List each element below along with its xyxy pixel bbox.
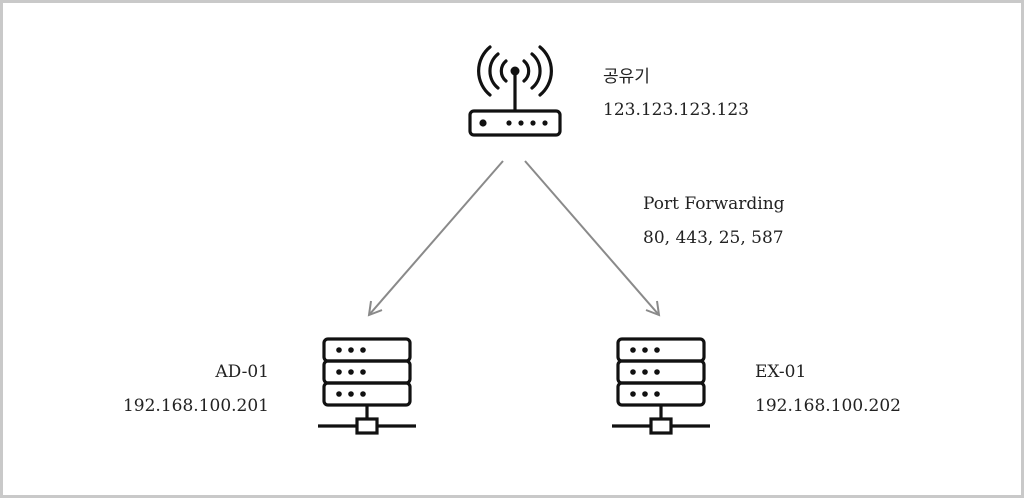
- server-rack-icon: [612, 337, 710, 435]
- forwarding-title: Port Forwarding: [643, 194, 785, 214]
- router-name: 공유기: [603, 67, 650, 87]
- arrowhead-ex01: [645, 300, 661, 317]
- connection-arrows: [367, 160, 661, 317]
- server-rack-icon: [318, 337, 416, 435]
- wifi-router-icon: [468, 45, 562, 137]
- arrow-router-to-ad01: [368, 160, 504, 316]
- router-ip: 123.123.123.123: [603, 100, 750, 120]
- arrowhead-ad01: [367, 300, 383, 317]
- arrow-router-to-ex01: [524, 160, 660, 316]
- forwarding-ports: 80, 443, 25, 587: [643, 228, 784, 248]
- server-ex01-name: EX-01: [755, 362, 807, 382]
- server-ex01-ip: 192.168.100.202: [755, 396, 902, 416]
- server-ad01-name: AD-01: [215, 362, 269, 382]
- server-ad01-ip: 192.168.100.201: [122, 396, 269, 416]
